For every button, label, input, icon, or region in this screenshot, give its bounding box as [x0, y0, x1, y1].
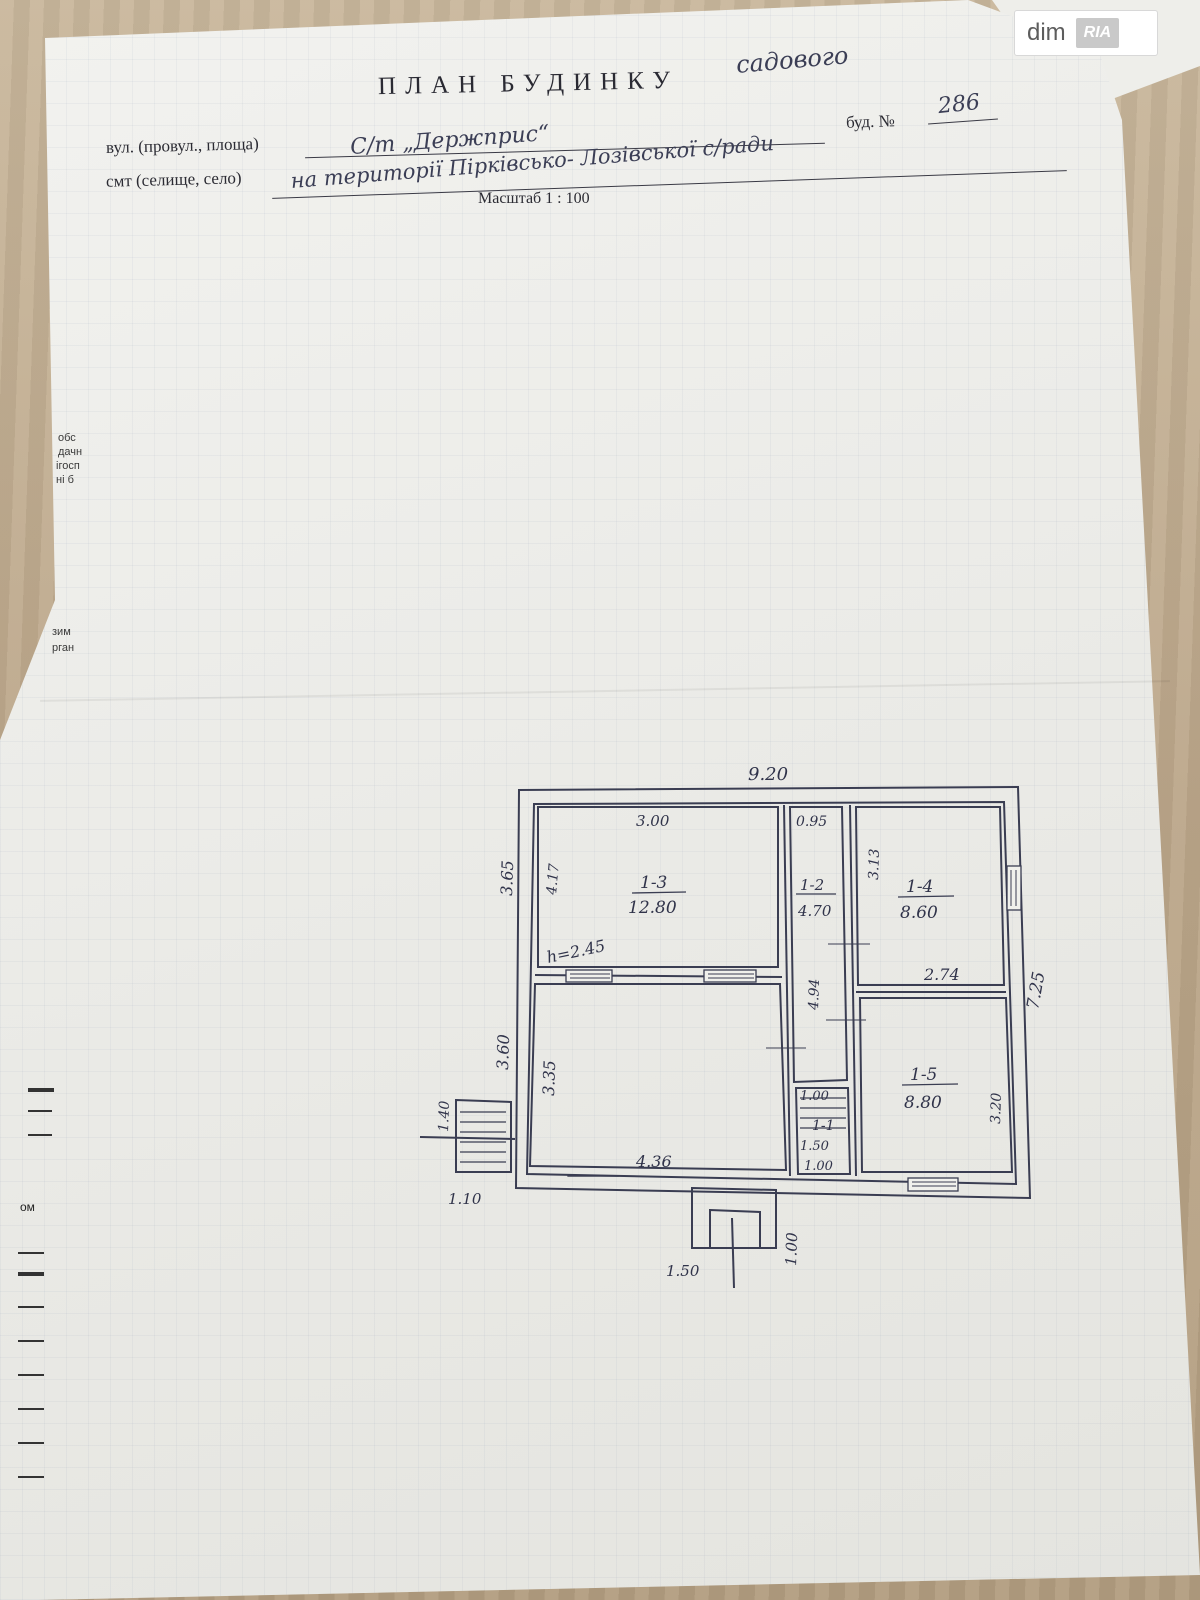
room-1-5-outline	[858, 997, 1014, 1173]
entry-arrow	[731, 1217, 735, 1289]
room-1-2-id: 1-2	[800, 876, 824, 894]
left-upper-dimension: 3.65	[497, 860, 517, 896]
porch-width-dimension: 1.50	[666, 1262, 700, 1280]
room-1-1-id: 1-1	[812, 1118, 835, 1134]
window	[703, 969, 757, 983]
room-1-5-id: 1-5	[910, 1065, 937, 1085]
margin-fragment: обс	[58, 432, 76, 444]
room-1-2-width: 0.95	[796, 814, 827, 830]
bottom-main-dimension: 4.36	[635, 1152, 672, 1171]
margin-tick	[18, 1272, 44, 1276]
overall-width-dimension: 9.20	[748, 764, 788, 785]
dimria-watermark-logo: dim RIA	[1014, 10, 1158, 56]
room-1-5-area: 8.80	[904, 1093, 942, 1113]
margin-tick	[18, 1340, 44, 1342]
watermark-brand: dim	[1027, 19, 1066, 46]
margin-tick	[18, 1476, 44, 1478]
margin-fragment: ігосп	[56, 460, 80, 472]
small-dimension-1: 1.00	[800, 1089, 829, 1104]
room-1-2-area: 4.70	[797, 902, 832, 920]
small-dimension-2: 1.50	[800, 1139, 829, 1154]
margin-tick	[18, 1374, 44, 1376]
stoop-width-dimension: 1.10	[448, 1190, 482, 1208]
outer-wall-inner	[525, 800, 1018, 1186]
margin-tick	[18, 1252, 44, 1254]
margin-stamp-text: ом	[20, 1200, 35, 1214]
margin-tick	[18, 1306, 44, 1308]
room-1-3-area: 12.80	[628, 898, 677, 918]
interior-wall	[783, 804, 791, 1177]
window	[907, 1177, 959, 1192]
room-1-4-id: 1-4	[906, 877, 933, 897]
left-stoop	[455, 1098, 512, 1173]
room-1-3-depth: 4.17	[544, 863, 563, 897]
room-1-1-outline	[794, 1087, 852, 1175]
margin-tick	[28, 1134, 52, 1136]
room-1-3-id: 1-3	[640, 873, 667, 893]
front-porch	[691, 1186, 777, 1249]
room-1-4-outline	[854, 806, 1006, 986]
scale-label: Масштаб 1 : 100	[478, 190, 590, 207]
overall-depth-dimension: 7.25	[1023, 970, 1049, 1011]
room-1-4-area: 8.60	[900, 903, 938, 923]
outer-wall-outer	[514, 785, 1032, 1200]
interior-wall	[849, 804, 857, 1177]
stoop-height-dimension: 1.40	[436, 1100, 453, 1132]
porch-step	[709, 1208, 761, 1249]
room-1-4-width: 2.74	[923, 965, 960, 984]
inner-left-lower-dimension: 3.35	[539, 1060, 559, 1096]
room-1-5-depth: 3.20	[988, 1092, 1005, 1124]
porch-depth-dimension: 1.00	[782, 1232, 801, 1266]
margin-tick	[28, 1088, 54, 1092]
margin-fragment: рган	[52, 642, 75, 654]
stoop-arrow	[419, 1136, 516, 1140]
small-dimension-3: 1.00	[804, 1159, 833, 1174]
margin-fragment: зим	[52, 626, 71, 638]
lower-hall-outline	[528, 983, 788, 1172]
room-1-2-depth: 4.94	[806, 978, 823, 1011]
room-1-2-outline	[788, 806, 849, 1084]
watermark-badge: RIA	[1075, 18, 1120, 48]
margin-fragment: ні б	[56, 474, 74, 486]
margin-tick	[18, 1442, 44, 1444]
window	[565, 969, 613, 983]
room-1-3-width: 3.00	[636, 812, 670, 830]
window	[1006, 865, 1022, 911]
left-lower-dimension: 3.60	[493, 1034, 513, 1070]
margin-tick	[18, 1408, 44, 1410]
room-1-4-depth: 3.13	[866, 848, 883, 880]
margin-fragment: дачн	[58, 446, 83, 458]
margin-tick	[28, 1110, 52, 1112]
ceiling-height-note: h=2.45	[545, 936, 607, 967]
room-1-3-outline	[537, 806, 779, 968]
